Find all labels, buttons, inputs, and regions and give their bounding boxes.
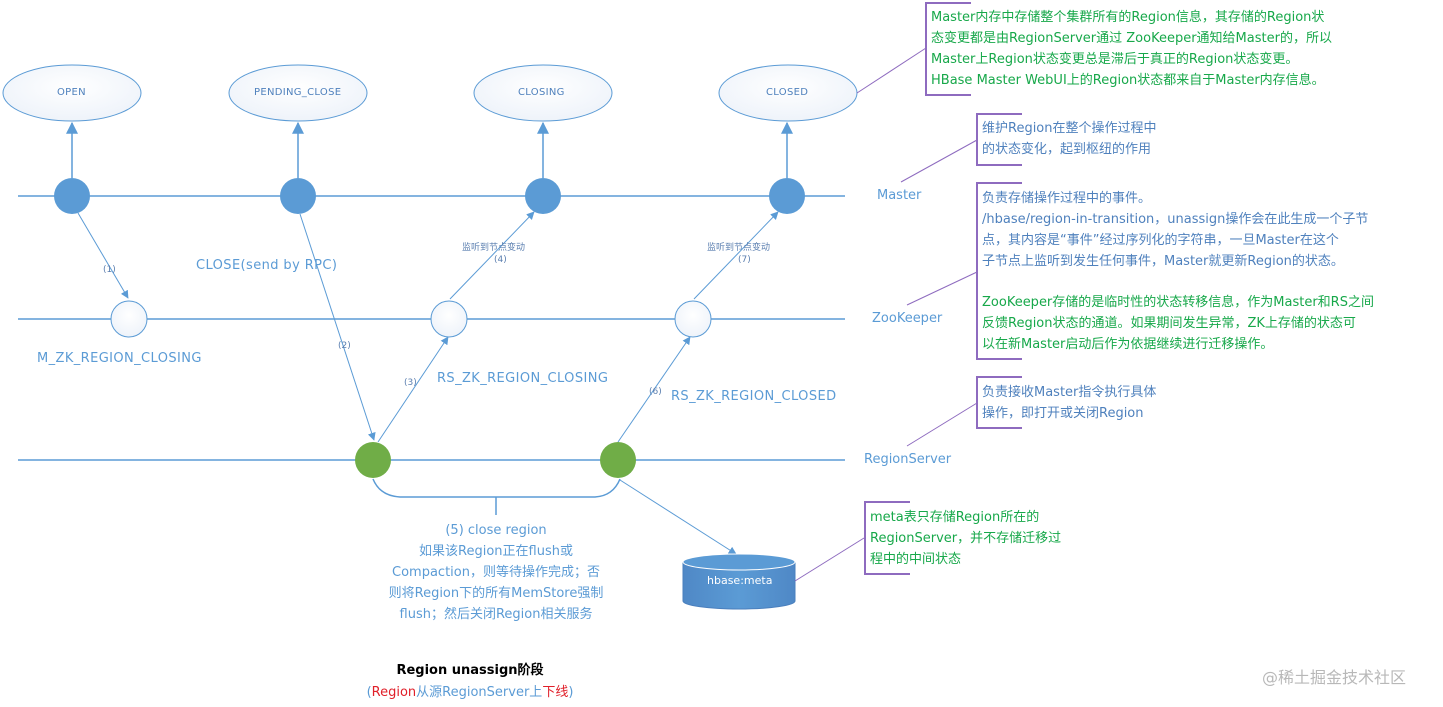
master-node-4 [769,178,805,214]
edge-step-6 [617,336,691,443]
edge-label-watch-4: 监听到节点变动 [462,243,526,253]
state-ellipse-closing [473,64,613,122]
subtitle-red-offline: 下线 [542,685,569,700]
note-line: 点，其内容是“事件”经过序列化的字符串，一旦Master在这个 [982,233,1339,248]
state-ellipse-open [2,64,142,122]
note-line: 维护Region在整个操作过程中 [982,121,1157,136]
edge-label-4: (4) [494,255,507,265]
note-line: RegionServer，并不存储迁移过 [870,531,1062,546]
note-meta: meta表只存储Region所在的 RegionServer，并不存储迁移过 程… [870,507,1061,570]
edge-label-close-rpc: CLOSE(send by RPC) [196,258,338,273]
rs-node-2 [600,442,636,478]
note-master-memory: Master内存中存储整个集群所有的Region信息，其存储的Region状 态… [931,7,1332,91]
note-line: HBase Master WebUI上的Region状态都来自于Master内存… [931,73,1325,88]
lane-label-master: Master [877,188,922,203]
note-line: 态变更都是由RegionServer通过 ZooKeeper通知给Master的… [931,31,1332,46]
zk-state-m-closing: M_ZK_REGION_CLOSING [37,351,202,366]
note-line: Master上Region状态变更总是滞后于真正的Region状态变更。 [931,52,1299,67]
diagram-title: Region unassign阶段 [396,663,544,678]
callout-line-meta [794,537,865,582]
note-line: ZooKeeper存储的是临时性的状态转移信息，作为Master和RS之间 [982,295,1374,310]
note-zookeeper-role-events: 负责存储操作过程中的事件。 /hbase/region-in-transitio… [982,188,1368,272]
note-line: 子节点上监听到发生任何事件，Master就更新Region的状态。 [982,254,1344,269]
callout-bracket-meta [864,501,910,575]
note-line: 负责存储操作过程中的事件。 [982,191,1152,206]
lane-label-zookeeper: ZooKeeper [872,311,943,326]
watermark: @稀土掘金技术社区 [1262,668,1407,687]
note-line: /hbase/region-in-transition，unassign操作会在… [982,212,1369,227]
meta-table-label: hbase:meta [707,574,773,587]
subtitle-paren-open: ( [366,685,372,700]
callout-bracket-regionserver-role [976,376,1022,429]
zk-node-3 [674,300,712,338]
edge-to-meta [619,479,737,555]
close-region-note-line: 如果该Region正在flush或 [419,544,573,559]
edge-label-3: (3) [404,378,417,388]
close-region-note-line: flush；然后关闭Region相关服务 [399,607,593,622]
close-region-note-line: Compaction，则等待操作完成；否 [392,565,600,580]
diagram-subtitle: (Region从源RegionServer上下线) [320,681,620,700]
edge-label-watch-7: 监听到节点变动 [707,243,771,253]
state-ellipse-pending-close [228,64,368,122]
zk-node-2 [430,300,468,338]
note-line: 操作，即打开或关闭Region [982,406,1144,421]
rs-node-1 [355,442,391,478]
master-node-1 [54,178,90,214]
subtitle-paren-close: ) [568,685,574,700]
note-line: Master内存中存储整个集群所有的Region信息，其存储的Region状 [931,10,1325,25]
note-zookeeper-role-transient: ZooKeeper存储的是临时性的状态转移信息，作为Master和RS之间 反馈… [982,292,1374,355]
zk-state-rs-closed: RS_ZK_REGION_CLOSED [671,389,837,404]
state-label-closed: CLOSED [766,87,809,98]
state-label-open: OPEN [57,87,86,98]
note-master-role: 维护Region在整个操作过程中 的状态变化，起到枢纽的作用 [982,118,1157,160]
note-line: 程中的中间状态 [870,552,962,567]
note-line: 反馈Region状态的通道。如果期间发生异常，ZK上存储的状态可 [982,316,1356,331]
zk-state-rs-closing: RS_ZK_REGION_CLOSING [437,371,609,386]
edge-label-6: (6) [649,387,662,397]
edge-label-7: (7) [738,255,751,265]
note-regionserver-role: 负责接收Master指令执行具体 操作，即打开或关闭Region [982,382,1156,424]
callout-bracket-master-role [976,113,1022,166]
subtitle-red-region: Region [371,685,417,700]
callout-line-zookeeper [906,271,978,306]
note-line: 负责接收Master指令执行具体 [982,385,1157,400]
edge-label-2: (2) [338,341,351,351]
close-region-brace [372,478,621,498]
state-label-pending-close: PENDING_CLOSE [254,87,342,98]
edge-step-3 [377,336,449,443]
note-line: 的状态变化，起到枢纽的作用 [982,142,1152,157]
zk-node-1 [110,300,148,338]
edge-label-1: (1) [103,265,116,275]
lane-label-regionserver: RegionServer [864,452,952,467]
note-line: meta表只存储Region所在的 [870,510,1040,525]
edge-step-7 [693,211,779,300]
master-node-3 [525,178,561,214]
callout-line-closed [856,47,927,94]
close-region-note: (5) close region 如果该Region正在flush或 Compa… [366,520,626,625]
edge-step-2 [299,213,376,441]
callout-bracket-master-memory [925,2,971,96]
subtitle-blue-text: 从源RegionServer上 [416,685,543,700]
note-line: 以在新Master启动后作为依据继续进行迁移操作。 [982,337,1274,352]
meta-table-cylinder [682,553,796,610]
state-label-closing: CLOSING [518,87,565,98]
callout-line-regionserver [906,402,978,447]
edge-step-4 [449,211,535,300]
close-region-note-line: (5) close region [445,523,547,538]
callout-bracket-zookeeper-role [976,182,1022,360]
callout-line-master [900,139,978,183]
edge-step-1 [77,212,129,299]
close-region-note-line: 则将Region下的所有MemStore强制 [388,586,604,601]
master-node-2 [280,178,316,214]
